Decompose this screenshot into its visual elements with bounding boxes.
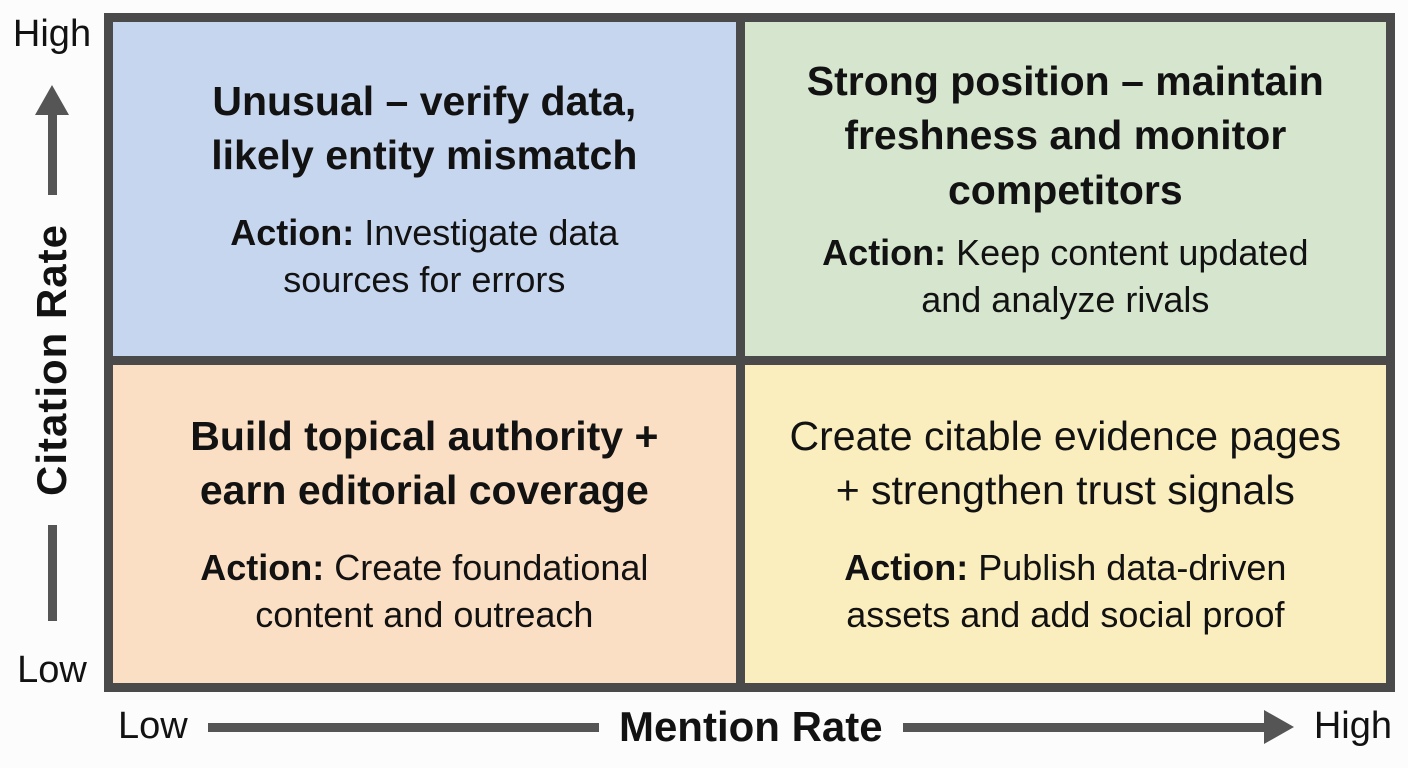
diagram-body: High Citation Rate Low Unusual – verify … xyxy=(0,0,1395,692)
quadrant-action: Action: Keep content updated and analyze… xyxy=(822,229,1308,324)
quadrant-matrix: Unusual – verify data, likely entity mis… xyxy=(104,13,1395,692)
x-axis-line xyxy=(207,722,599,732)
action-label: Action: xyxy=(200,546,325,588)
y-axis: High Citation Rate Low xyxy=(0,0,104,692)
quadrant-bottom-right: Create citable evidence pages + strength… xyxy=(744,364,1386,683)
arrow-head xyxy=(1263,710,1294,744)
x-axis: Low Mention Rate High xyxy=(104,692,1408,768)
quadrant-top-right: Strong position – maintain freshness and… xyxy=(744,22,1386,356)
quadrant-title: Unusual – verify data, likely entity mis… xyxy=(211,78,638,179)
y-axis-line xyxy=(47,525,57,622)
action-text: Investigate data sources for errors xyxy=(283,211,619,301)
arrow-shaft xyxy=(902,722,1264,732)
action-text: Create foundational content and outreach xyxy=(255,546,649,636)
quadrant-action: Action: Investigate data sources for err… xyxy=(230,209,618,304)
quadrant-bottom-left: Build topical authority + earn editorial… xyxy=(113,364,736,683)
quadrant-title: Strong position – maintain freshness and… xyxy=(806,58,1324,213)
quadrant-action: Action: Publish data-driven assets and a… xyxy=(844,544,1286,639)
action-label: Action: xyxy=(822,231,947,273)
x-axis-title: Mention Rate xyxy=(618,703,883,750)
action-text: Keep content updated and analyze rivals xyxy=(921,231,1309,321)
x-axis-arrow-right-icon xyxy=(902,710,1294,744)
x-axis-high-label: High xyxy=(1313,705,1393,748)
quadrant-title: Build topical authority + earn editorial… xyxy=(190,413,659,514)
quadrant-top-left: Unusual – verify data, likely entity mis… xyxy=(113,22,736,356)
action-label: Action: xyxy=(844,546,969,588)
y-axis-arrow-up-icon xyxy=(35,84,69,195)
y-axis-title: Citation Rate xyxy=(28,223,75,496)
quadrant-action: Action: Create foundational content and … xyxy=(200,544,648,639)
action-text: Publish data-driven assets and add socia… xyxy=(846,546,1287,636)
x-axis-low-label: Low xyxy=(118,705,188,748)
y-axis-low-label: Low xyxy=(17,649,87,692)
action-label: Action: xyxy=(230,211,355,253)
y-axis-high-label: High xyxy=(12,13,92,55)
quadrant-title: Create citable evidence pages + strength… xyxy=(789,413,1342,514)
arrow-head xyxy=(35,84,69,115)
arrow-shaft xyxy=(47,114,57,195)
